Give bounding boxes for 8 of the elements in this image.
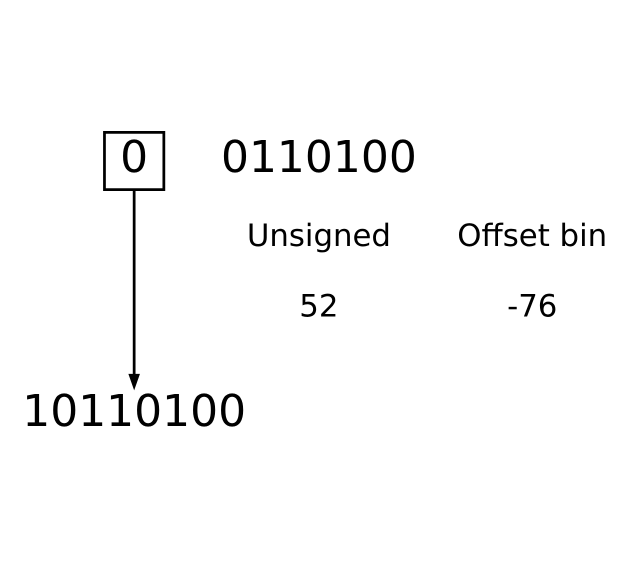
label: 0110100 — [220, 132, 417, 183]
node-text: 10110100 — [22, 386, 246, 438]
label: -76 — [507, 288, 558, 324]
label: Unsigned — [246, 218, 391, 254]
arrow — [128, 190, 140, 390]
label: 52 — [299, 288, 338, 324]
node-box: 0 — [103, 131, 166, 191]
label: Offset bin — [457, 218, 608, 254]
